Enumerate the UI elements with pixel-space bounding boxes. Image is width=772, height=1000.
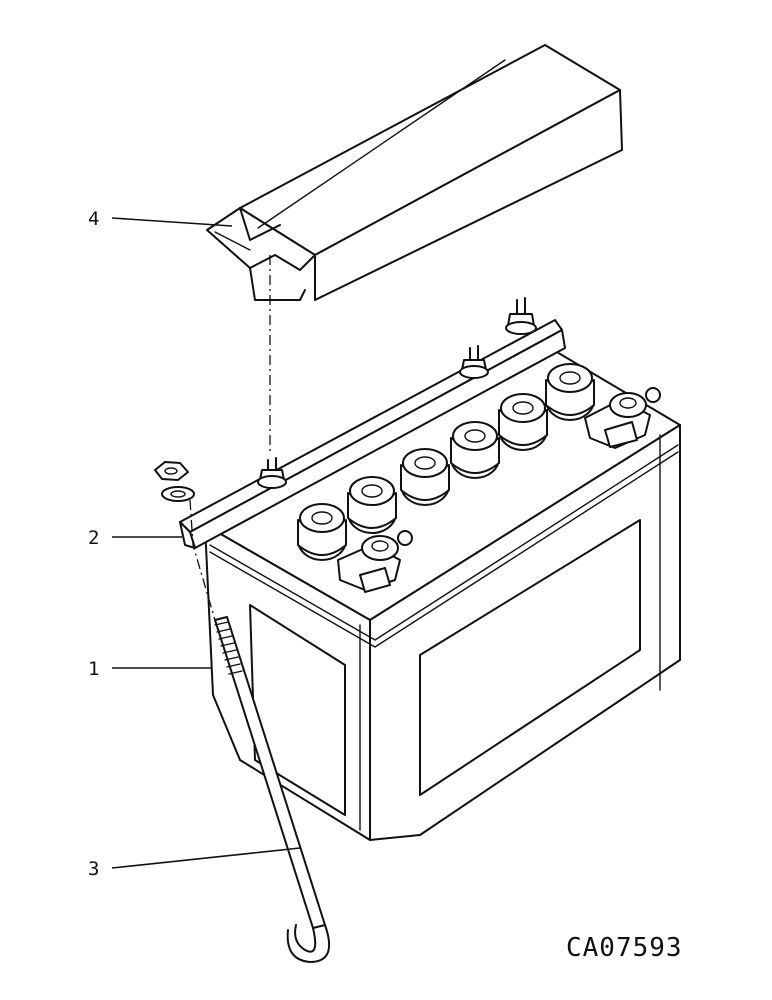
callout-3: 3 — [88, 858, 99, 880]
cell-cap — [297, 503, 347, 561]
leader-line-3 — [111, 847, 301, 869]
terminal-clamp-rear — [584, 387, 661, 449]
cell-cap — [545, 363, 595, 421]
figure-id: CA07593 — [566, 933, 683, 963]
bracket-stud-middle — [459, 345, 489, 379]
battery-cover — [206, 44, 623, 301]
terminal-clamp-front — [337, 530, 413, 593]
callout-1: 1 — [88, 658, 99, 680]
cell-cap — [450, 421, 500, 479]
lock-washer — [161, 486, 195, 502]
cell-cap — [498, 393, 548, 451]
cell-cap — [347, 476, 397, 534]
callout-2: 2 — [88, 527, 99, 549]
hex-nut — [154, 461, 189, 481]
cell-caps — [297, 363, 595, 561]
j-bolt-rod — [214, 616, 330, 963]
callout-4: 4 — [88, 208, 99, 230]
rod-alignment-line — [189, 499, 216, 621]
bracket-stud-left — [257, 457, 287, 489]
cell-cap — [400, 448, 450, 506]
bracket-stud-right — [505, 297, 537, 335]
leader-line-4 — [111, 217, 233, 227]
